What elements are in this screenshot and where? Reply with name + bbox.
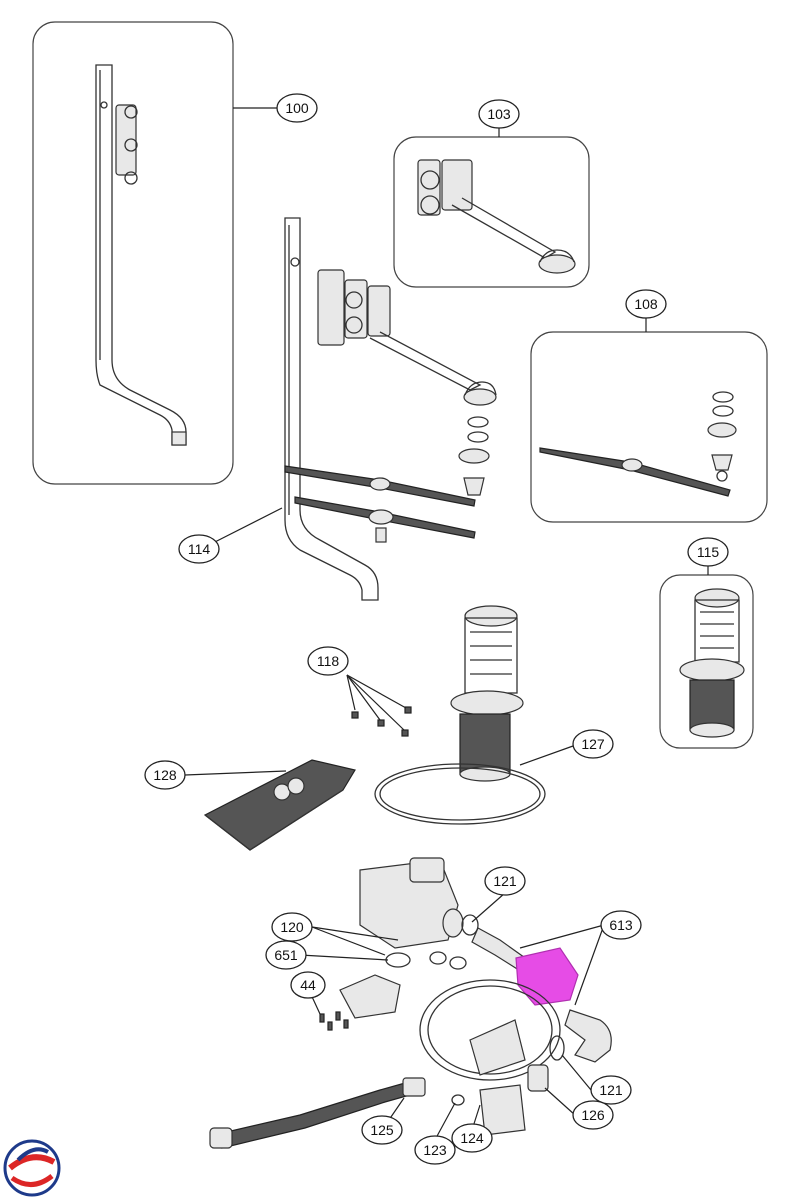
assembly-108-box — [530, 331, 768, 523]
callout-124-label: 124 — [460, 1130, 484, 1146]
callout-128-label: 128 — [153, 767, 177, 783]
callout-651-label: 651 — [274, 947, 298, 963]
callout-120-label: 120 — [280, 919, 304, 935]
connector-cluster — [317, 269, 497, 406]
callout-118-label: 118 — [317, 653, 340, 669]
screws-118 — [351, 706, 412, 737]
assembly-103-box — [393, 136, 590, 288]
callout-126[interactable]: 126 — [572, 1100, 614, 1130]
callout-100-label: 100 — [285, 100, 309, 116]
callout-108-label: 108 — [634, 296, 658, 312]
callout-121-top-label: 121 — [493, 873, 517, 889]
leader-lines — [184, 107, 709, 1139]
callout-114-label: 114 — [188, 541, 211, 557]
filter-assembly — [374, 605, 546, 825]
callout-115[interactable]: 115 — [687, 537, 729, 567]
callout-118[interactable]: 118 — [307, 646, 349, 676]
callout-115-label: 115 — [697, 544, 720, 560]
callout-121-bottom[interactable]: 121 — [590, 1075, 632, 1105]
callout-120[interactable]: 120 — [271, 912, 313, 942]
callout-100[interactable]: 100 — [276, 93, 318, 123]
callout-44[interactable]: 44 — [290, 971, 326, 999]
pump-assembly — [209, 857, 612, 1149]
connector-clip — [100, 101, 138, 185]
callout-613-label: 613 — [609, 917, 633, 933]
callout-613[interactable]: 613 — [600, 910, 642, 940]
assembly-115-box — [659, 574, 754, 749]
callout-121-top[interactable]: 121 — [484, 866, 526, 896]
callout-103-label: 103 — [487, 106, 511, 122]
callout-121-bottom-label: 121 — [599, 1082, 623, 1098]
assembly-114 — [284, 217, 497, 601]
callout-44-label: 44 — [300, 977, 316, 993]
assembly-100-box — [32, 21, 234, 485]
callout-103[interactable]: 103 — [478, 99, 520, 129]
callout-108[interactable]: 108 — [625, 289, 667, 319]
callout-126-label: 126 — [581, 1107, 605, 1123]
callout-125-label: 125 — [370, 1122, 394, 1138]
callout-124[interactable]: 124 — [451, 1123, 493, 1153]
callout-123-label: 123 — [423, 1142, 447, 1158]
callout-114[interactable]: 114 — [178, 534, 220, 564]
cover-128 — [203, 759, 356, 851]
callout-123[interactable]: 123 — [414, 1135, 456, 1165]
highlight-part-613[interactable] — [515, 947, 579, 1006]
callout-127[interactable]: 127 — [572, 729, 614, 759]
callout-651[interactable]: 651 — [265, 940, 307, 970]
callout-127-label: 127 — [581, 736, 605, 752]
callout-128[interactable]: 128 — [144, 760, 186, 790]
callout-125[interactable]: 125 — [361, 1115, 403, 1145]
brand-logo — [3, 1139, 61, 1197]
